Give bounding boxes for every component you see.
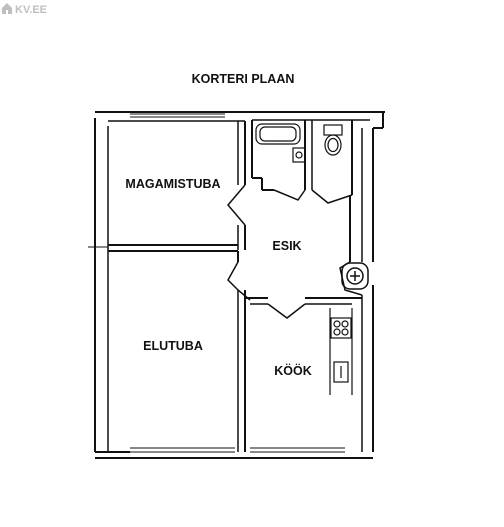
house-logo-icon (2, 3, 12, 14)
toilet-icon (323, 124, 343, 156)
watermark-logo: KV.EE (2, 3, 47, 16)
stove-icon (330, 317, 352, 339)
walls (88, 111, 385, 459)
room-label-hall: ESIK (272, 239, 301, 253)
watermark-text: KV.EE (15, 4, 47, 16)
bedroom-door (227, 184, 246, 226)
kitchen-counter (329, 308, 353, 395)
bath-door (273, 189, 306, 201)
room-label-kitchen: KÖÖK (274, 363, 312, 378)
wc-door (311, 189, 353, 204)
room-label-bedroom: MAGAMISTUBA (125, 177, 220, 191)
living-door (227, 261, 251, 301)
room-label-living: ELUTUBA (143, 339, 203, 353)
plan-title: KORTERI PLAAN (192, 72, 295, 86)
sink-icon (292, 147, 306, 163)
kitchen-sink-icon (333, 361, 349, 383)
chimney-icon (341, 262, 369, 290)
kitchen-door (267, 303, 306, 319)
bathtub-icon (255, 123, 301, 145)
